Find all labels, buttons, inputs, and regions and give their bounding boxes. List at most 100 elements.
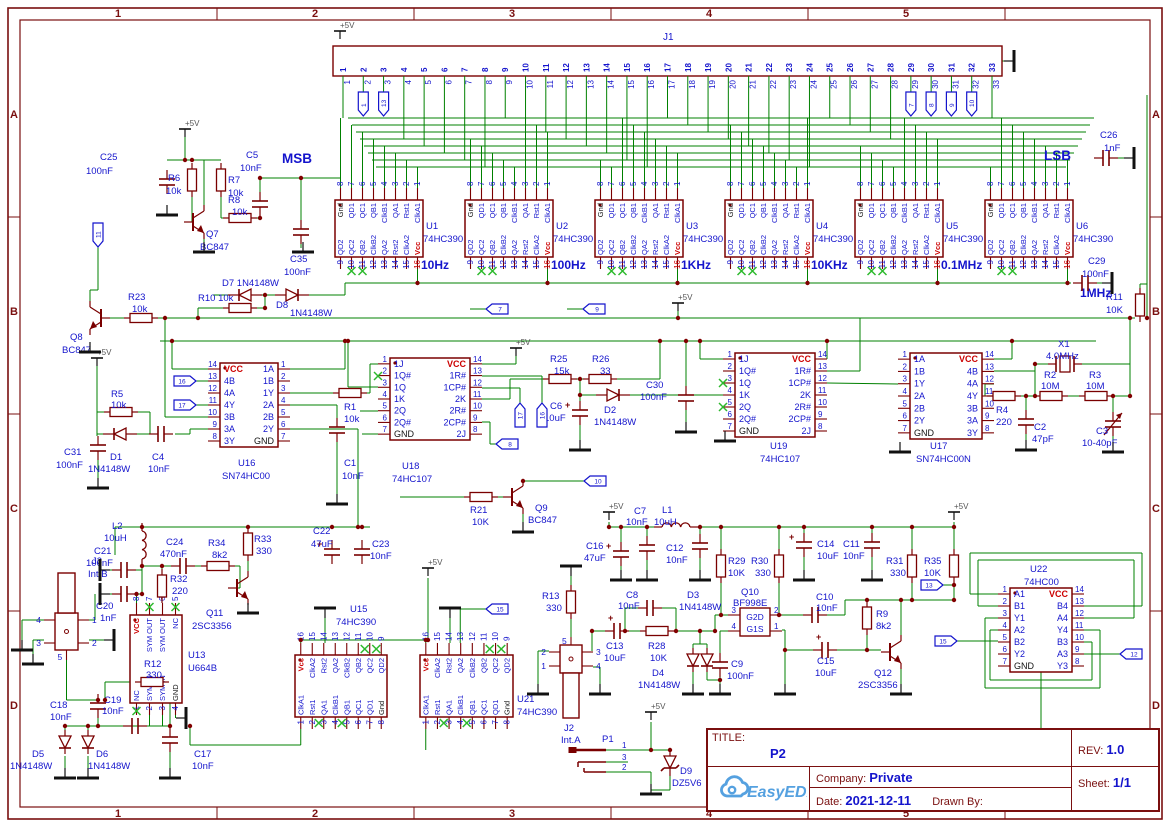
ground-symbol[interactable] xyxy=(98,559,110,581)
ground-symbol[interactable] xyxy=(774,684,796,696)
net-flag-16[interactable]: 16 xyxy=(173,375,197,387)
ground-symbol[interactable] xyxy=(326,494,348,506)
ground-symbol[interactable] xyxy=(77,768,99,780)
ic-U4[interactable]: 8Gnd7QD16QC15QB14ClkB13QA12Rst11ClkA19QD… xyxy=(724,181,853,272)
net-flag-10[interactable]: 10 xyxy=(966,91,978,117)
ic-U6[interactable]: 8Gnd7QD16QC15QB14ClkB13QA12Rst11ClkA19QD… xyxy=(984,181,1113,300)
power-5v-symbol[interactable]: +5V xyxy=(948,502,969,520)
ground-symbol[interactable] xyxy=(1124,147,1136,169)
ground-symbol[interactable] xyxy=(104,629,116,651)
net-flag-7[interactable]: 7 xyxy=(485,303,509,315)
net-flag-13[interactable]: 13 xyxy=(920,579,944,591)
sheet-cell[interactable]: Sheet: 1/1 xyxy=(1072,767,1158,810)
ic-U15[interactable]: 16Vcc15ClkA214Rst213QA212ClkB211QB210QC2… xyxy=(294,604,388,729)
power-5v-symbol[interactable]: +5V xyxy=(603,502,624,520)
net-flag-11[interactable]: 11 xyxy=(92,222,104,248)
rev-cell[interactable]: REV: 1.0 xyxy=(1072,730,1158,766)
ground-symbol[interactable] xyxy=(1015,440,1037,452)
ic-U5[interactable]: 8Gnd7QD16QC15QB14ClkB13QA12Rst11ClkA19QD… xyxy=(854,181,983,272)
ground-symbol[interactable] xyxy=(1004,50,1016,72)
ground-symbol[interactable] xyxy=(439,606,461,618)
title-cell[interactable]: TITLE: P2 xyxy=(708,730,1072,766)
ground-symbol[interactable] xyxy=(11,640,33,652)
ground-symbol[interactable] xyxy=(22,654,44,666)
ic-U2[interactable]: 8Gnd7QD16QC15QB14ClkB13QA12Rst11ClkA19QD… xyxy=(464,181,593,272)
ground-symbol[interactable] xyxy=(98,583,110,605)
net-flag-1[interactable]: 1 xyxy=(357,91,369,117)
xtal-X1[interactable]: X14.0MHz xyxy=(1046,339,1082,373)
ground-symbol[interactable] xyxy=(237,603,259,615)
power-5v-symbol[interactable]: +5V xyxy=(422,558,443,576)
ground-symbol[interactable] xyxy=(793,570,815,582)
power-5v-symbol[interactable]: +5V xyxy=(334,21,355,39)
ground-symbol[interactable] xyxy=(512,522,534,534)
net-flag-15[interactable]: 15 xyxy=(485,603,509,615)
net-flag-15[interactable]: 15 xyxy=(934,635,958,647)
power-5v-symbol[interactable]: +5V xyxy=(510,338,531,356)
ground-symbol[interactable] xyxy=(890,684,912,696)
power-5v-symbol[interactable]: +5V xyxy=(672,293,693,311)
ground-symbol[interactable] xyxy=(156,205,178,217)
res-R10[interactable]: R10 10k xyxy=(198,293,257,314)
net-flag-17[interactable]: 17 xyxy=(514,402,526,428)
ground-symbol[interactable] xyxy=(709,684,731,696)
net-flag-13[interactable]: 13 xyxy=(378,91,390,117)
net-flag-9[interactable]: 9 xyxy=(582,303,606,315)
ground-symbol[interactable] xyxy=(689,570,711,582)
ground-symbol[interactable] xyxy=(314,606,336,618)
power-5v-symbol[interactable]: +5V xyxy=(179,119,200,137)
ground-symbol[interactable] xyxy=(87,478,109,490)
ground-symbol[interactable] xyxy=(292,242,314,254)
ground-symbol[interactable] xyxy=(675,422,697,434)
sheet-value[interactable]: 1/1 xyxy=(1112,775,1131,790)
date-value[interactable]: 2021-12-11 xyxy=(845,793,912,808)
power-5v-symbol[interactable]: +5V xyxy=(91,348,112,366)
